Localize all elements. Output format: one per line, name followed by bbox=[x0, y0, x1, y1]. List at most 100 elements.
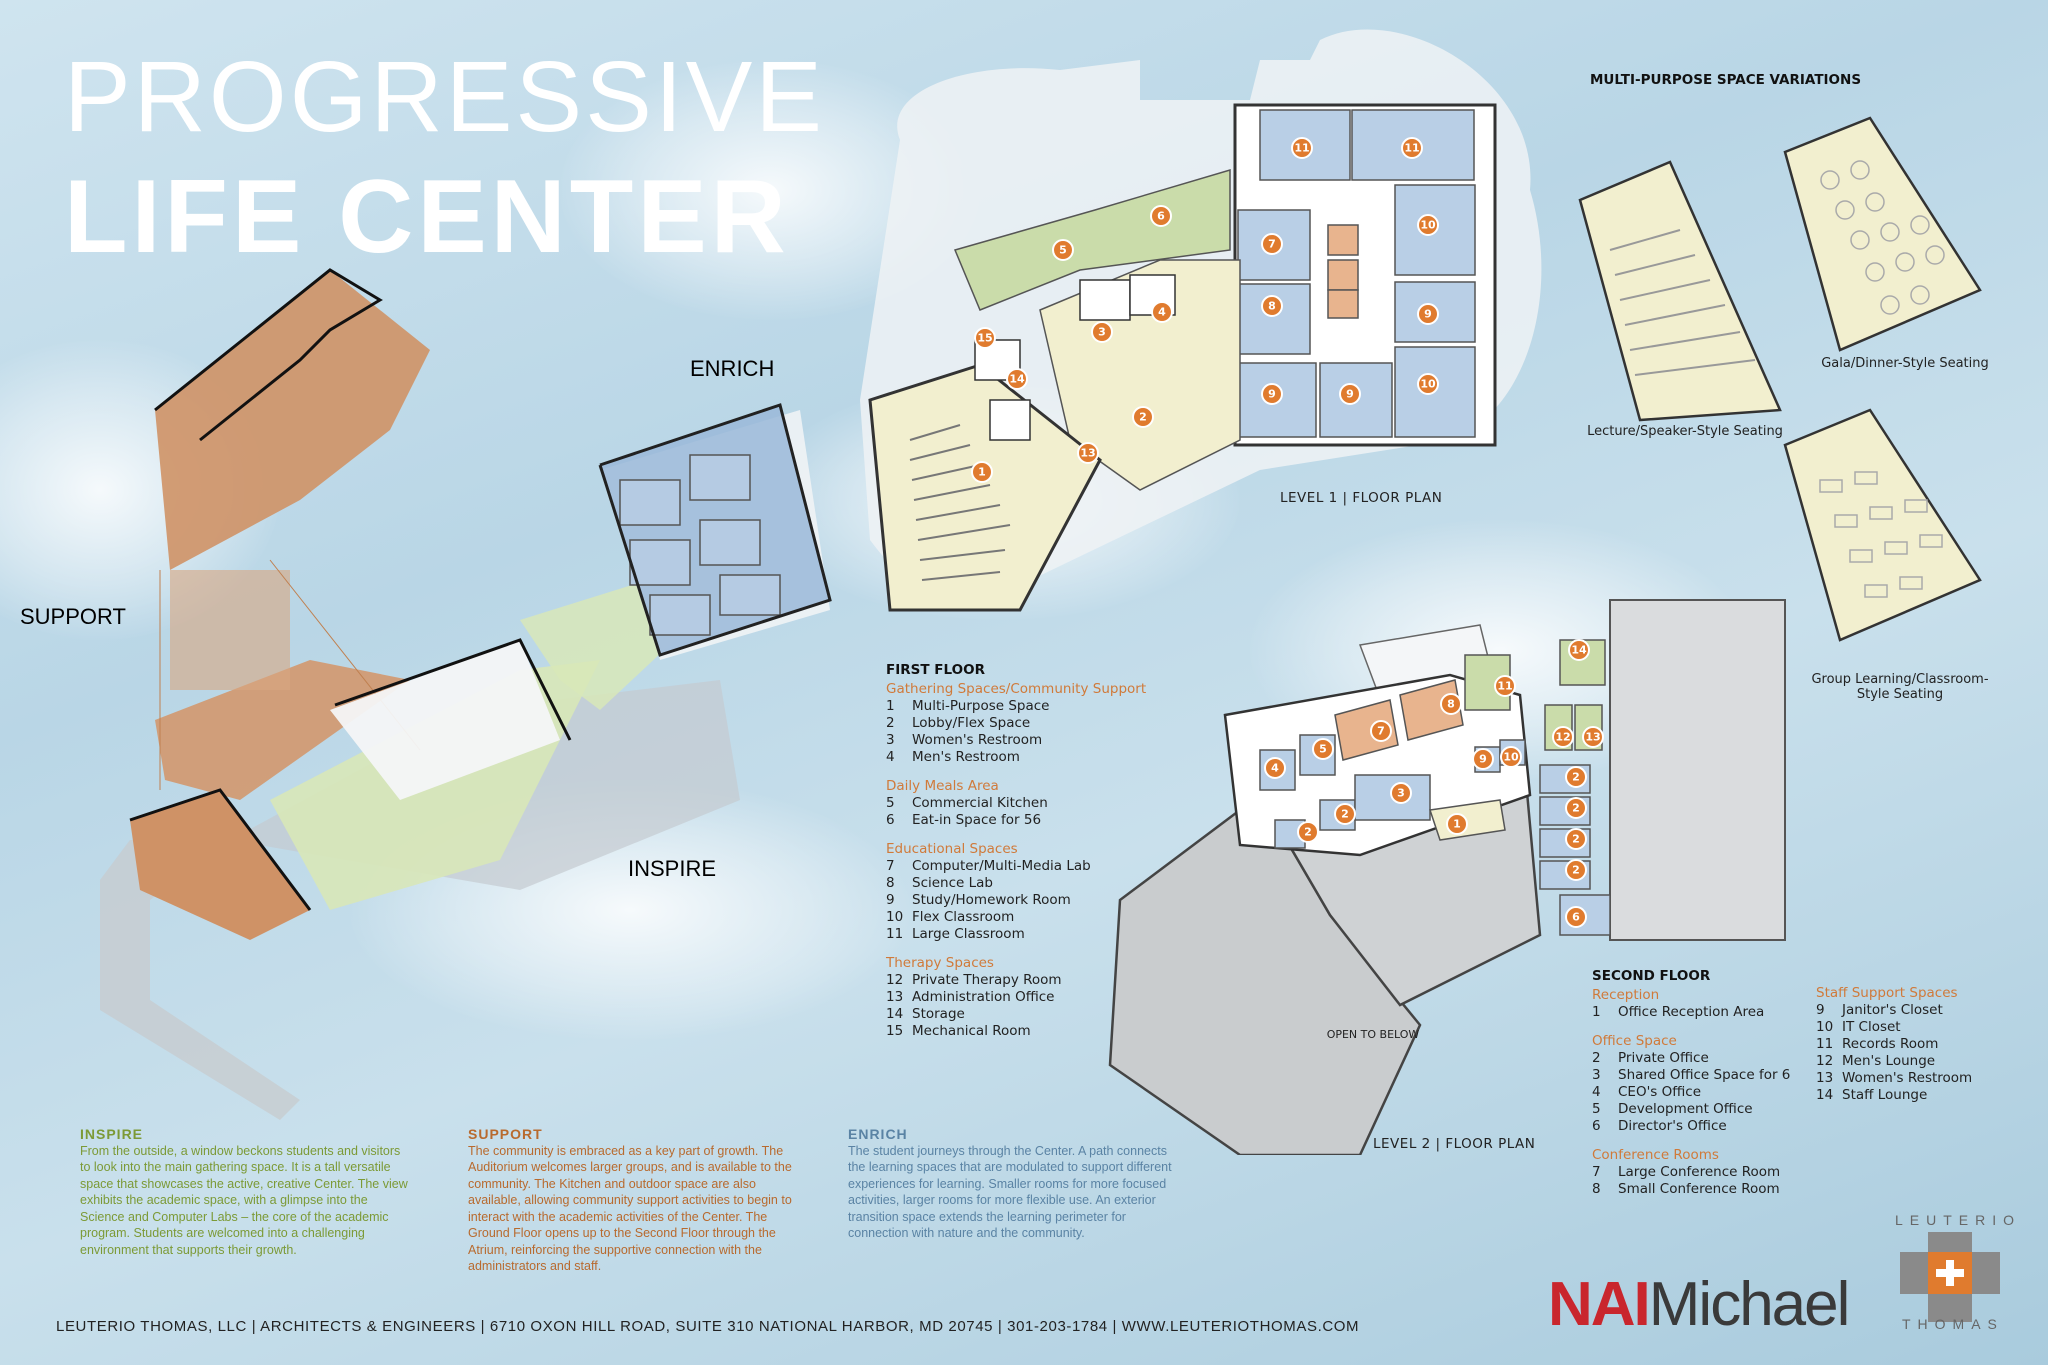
second-floor-heading: SECOND FLOOR bbox=[1592, 968, 1711, 984]
svg-text:10: 10 bbox=[1503, 751, 1519, 764]
svg-text:9: 9 bbox=[1424, 308, 1432, 321]
lt-logo-bottom: THOMAS bbox=[1902, 1316, 2004, 1332]
svg-text:14: 14 bbox=[1571, 644, 1587, 657]
legend-item-label: Women's Restroom bbox=[912, 732, 1043, 748]
svg-text:1: 1 bbox=[1453, 818, 1461, 831]
svg-text:13: 13 bbox=[1080, 447, 1095, 460]
svg-text:2: 2 bbox=[1572, 833, 1580, 846]
svg-text:11: 11 bbox=[1404, 142, 1419, 155]
legend-item-number: 11 bbox=[886, 926, 904, 942]
support-column bbox=[170, 570, 290, 690]
svg-text:3: 3 bbox=[1397, 787, 1405, 800]
svg-text:12: 12 bbox=[1555, 731, 1570, 744]
legend-item-number: 6 bbox=[1592, 1118, 1601, 1134]
support-mass bbox=[155, 660, 410, 800]
upper-plan bbox=[155, 270, 430, 570]
title-line-2: LIFE CENTER bbox=[64, 159, 790, 275]
legend-item-number: 13 bbox=[1816, 1070, 1834, 1086]
legend-item-label: Study/Homework Room bbox=[912, 892, 1071, 908]
kitchen-eatin bbox=[953, 168, 1231, 311]
svg-text:2: 2 bbox=[1572, 802, 1580, 815]
svg-text:15: 15 bbox=[977, 332, 992, 345]
legend-item-label: Multi-Purpose Space bbox=[912, 698, 1050, 714]
svg-text:3: 3 bbox=[1098, 326, 1106, 339]
legend-item-label: Large Conference Room bbox=[1618, 1164, 1781, 1180]
legend-item-label: Eat-in Space for 56 bbox=[912, 812, 1042, 828]
legend-item-label: Private Therapy Room bbox=[912, 972, 1062, 988]
legend-item-number: 6 bbox=[886, 812, 895, 828]
lecture-label: Lecture/Speaker-Style Seating bbox=[1587, 424, 1783, 439]
adjacent-roof bbox=[1609, 599, 1786, 941]
gala-label: Gala/Dinner-Style Seating bbox=[1821, 356, 1989, 371]
svg-text:8: 8 bbox=[1447, 698, 1455, 711]
legend-category: Therapy Spaces bbox=[886, 955, 994, 971]
svg-text:5: 5 bbox=[1059, 244, 1067, 257]
level2-floor-plan: 14 11 8 7 5 4 12 13 10 9 3 2 2 1 2 2 2 2… bbox=[1108, 599, 1786, 1155]
zone-label-support: SUPPORT bbox=[20, 604, 126, 629]
nai-logo-text: NAI bbox=[1548, 1270, 1651, 1339]
legend-item-number: 4 bbox=[1592, 1084, 1601, 1100]
legend-item-label: Office Reception Area bbox=[1618, 1004, 1765, 1020]
zone-label-inspire: INSPIRE bbox=[628, 856, 717, 881]
legend-item: 4 CEO's Office bbox=[1592, 1084, 1812, 1101]
legend-item-number: 2 bbox=[886, 715, 895, 731]
legend-item-label: IT Closet bbox=[1842, 1019, 1901, 1035]
story-support-heading: SUPPORT bbox=[468, 1126, 543, 1142]
nai-michael-logo: NAIMichael bbox=[1548, 1270, 1851, 1339]
support-mass-lower bbox=[130, 790, 310, 940]
legend-item-number: 3 bbox=[1592, 1067, 1601, 1083]
legend-item-number: 14 bbox=[1816, 1087, 1834, 1103]
legend-item-number: 8 bbox=[1592, 1181, 1601, 1197]
svg-text:1: 1 bbox=[978, 466, 986, 479]
legend-item-label: Women's Restroom bbox=[1842, 1070, 1973, 1086]
variations-heading: MULTI-PURPOSE SPACE VARIATIONS bbox=[1590, 72, 1862, 88]
legend-item-number: 5 bbox=[1592, 1101, 1601, 1117]
gala-layout bbox=[1783, 116, 1982, 352]
footer-contact: LEUTERIO THOMAS, LLC | ARCHITECTS & ENGI… bbox=[56, 1318, 1360, 1335]
svg-text:13: 13 bbox=[1585, 731, 1600, 744]
legend-category: Conference Rooms bbox=[1592, 1147, 1719, 1163]
legend-item-label: Small Conference Room bbox=[1618, 1181, 1780, 1197]
legend-item-label: Private Office bbox=[1618, 1050, 1709, 1066]
leuterio-thomas-mark-icon bbox=[1900, 1232, 2000, 1322]
svg-text:2: 2 bbox=[1341, 808, 1349, 821]
legend-item-label: CEO's Office bbox=[1618, 1084, 1702, 1100]
legend-category: Gathering Spaces/Community Support bbox=[886, 681, 1147, 697]
svg-text:14: 14 bbox=[1009, 373, 1025, 386]
legend-item-number: 8 bbox=[886, 875, 895, 891]
story-inspire: INSPIRE From the outside, a window becko… bbox=[80, 1126, 410, 1258]
legend-item-number: 15 bbox=[886, 1023, 904, 1039]
svg-text:5: 5 bbox=[1319, 743, 1327, 756]
story-enrich-text: The student journeys through the Center.… bbox=[848, 1143, 1172, 1241]
svg-text:2: 2 bbox=[1572, 864, 1580, 877]
svg-text:2: 2 bbox=[1572, 771, 1580, 784]
svg-text:6: 6 bbox=[1572, 911, 1580, 924]
lower-walls bbox=[129, 788, 312, 911]
michael-logo-text: Michael bbox=[1648, 1270, 1851, 1339]
legend-item-number: 9 bbox=[886, 892, 895, 908]
svg-text:7: 7 bbox=[1268, 238, 1276, 251]
legend-item-label: Lobby/Flex Space bbox=[912, 715, 1031, 731]
svg-text:9: 9 bbox=[1268, 388, 1276, 401]
legend-item-number: 5 bbox=[886, 795, 895, 811]
svg-text:10: 10 bbox=[1420, 378, 1436, 391]
svg-text:11: 11 bbox=[1294, 142, 1309, 155]
legend-item-number: 4 bbox=[886, 749, 895, 765]
legend-category: Office Space bbox=[1592, 1033, 1677, 1049]
svg-text:6: 6 bbox=[1157, 210, 1165, 223]
svg-text:4: 4 bbox=[1158, 306, 1166, 319]
story-inspire-heading: INSPIRE bbox=[80, 1126, 144, 1142]
story-support-text: The community is embraced as a key part … bbox=[468, 1143, 792, 1274]
legend-item-label: Men's Lounge bbox=[1842, 1053, 1936, 1069]
legend-category: Educational Spaces bbox=[886, 841, 1018, 857]
story-support: SUPPORT The community is embraced as a k… bbox=[468, 1126, 798, 1275]
